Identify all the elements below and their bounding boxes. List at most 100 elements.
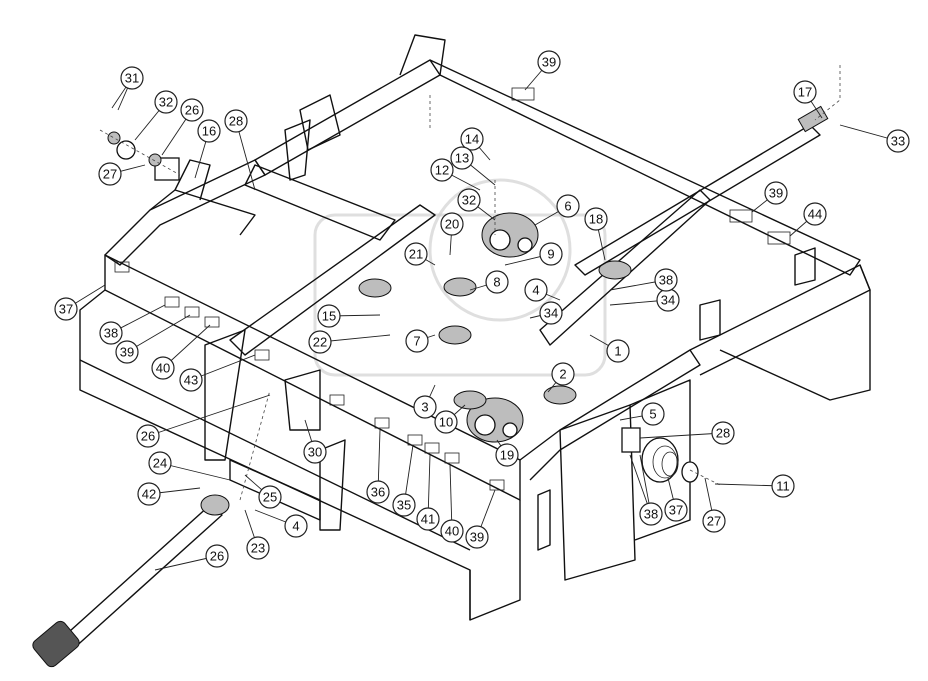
callout-circle (457, 188, 481, 212)
callout-part-40: 40 (440, 519, 464, 543)
callout-number: 4 (532, 283, 539, 298)
callout-number: 37 (669, 503, 683, 518)
callout-number: 38 (644, 507, 658, 522)
callout-circle (702, 509, 726, 533)
callout-circle (246, 536, 270, 560)
callout-part-8: 8 (485, 270, 509, 294)
callout-number: 34 (544, 306, 558, 321)
callout-part-28: 28 (711, 421, 735, 445)
assembly-lines (99, 65, 841, 501)
callout-part-5: 5 (641, 402, 665, 426)
callout-part-19: 19 (495, 443, 519, 467)
callout-part-16: 16 (197, 119, 221, 143)
callout-number: 18 (589, 212, 603, 227)
callout-number: 13 (455, 151, 469, 166)
callout-part-20: 20 (440, 212, 464, 236)
callout-number: 32 (159, 95, 173, 110)
callout-number: 32 (462, 193, 476, 208)
callout-circle (450, 146, 474, 170)
callout-circle (434, 410, 458, 434)
pto-shaft (32, 494, 230, 668)
callout-part-6: 6 (556, 194, 580, 218)
callout-number: 16 (202, 124, 216, 139)
gearbox-bottom (466, 397, 524, 443)
callout-part-38: 38 (654, 268, 678, 292)
callout-part-24: 24 (148, 451, 172, 475)
frame-assembly (79, 34, 871, 621)
callout-circle (803, 202, 827, 226)
callout-part-15: 15 (317, 304, 341, 328)
callout-number: 38 (659, 273, 673, 288)
callout-circle (258, 485, 282, 509)
callout-circle (366, 480, 390, 504)
callout-part-26: 26 (180, 98, 204, 122)
callout-circle (392, 493, 416, 517)
callout-part-40: 40 (151, 356, 175, 380)
callout-circle (539, 301, 563, 325)
callout-number: 20 (445, 217, 459, 232)
callout-circle (606, 339, 630, 363)
callout-number: 23 (251, 541, 265, 556)
gearbox-top (481, 212, 539, 258)
callout-circle (136, 424, 160, 448)
callout-part-1: 1 (606, 339, 630, 363)
callout-circle (537, 50, 561, 74)
callout-part-21: 21 (404, 242, 428, 266)
callout-circle (654, 268, 678, 292)
callout-part-35: 35 (392, 493, 416, 517)
callout-circle (413, 395, 437, 419)
callout-number: 27 (707, 514, 721, 529)
callout-part-30: 30 (303, 440, 327, 464)
callout-circle (465, 525, 489, 549)
callout-part-41: 41 (416, 507, 440, 531)
callout-circle (54, 297, 78, 321)
callout-circle (308, 330, 332, 354)
callout-circle (460, 127, 484, 151)
callout-part-43: 43 (179, 368, 203, 392)
leader-line (235, 120, 256, 191)
callout-number: 28 (229, 114, 243, 129)
callout-part-17: 17 (793, 80, 817, 104)
callout-circle (641, 402, 665, 426)
callout-number: 21 (409, 247, 423, 262)
callout-circle (771, 474, 795, 498)
callout-part-9: 9 (539, 242, 563, 266)
callout-circle (179, 368, 203, 392)
callout-circle (551, 362, 575, 386)
callout-number: 3 (421, 400, 428, 415)
callout-number: 7 (413, 334, 420, 349)
callout-part-37: 37 (664, 498, 688, 522)
callout-part-39: 39 (537, 50, 561, 74)
callout-number: 28 (716, 426, 730, 441)
callout-part-18: 18 (584, 207, 608, 231)
callout-number: 42 (142, 487, 156, 502)
callout-part-32: 32 (457, 188, 481, 212)
callout-circle (99, 321, 123, 345)
callout-circle (430, 158, 454, 182)
callout-circle (317, 304, 341, 328)
callout-part-4: 4 (524, 278, 548, 302)
callout-circle (115, 340, 139, 364)
callout-circle (303, 440, 327, 464)
callout-number: 26 (185, 103, 199, 118)
callout-circle (556, 194, 580, 218)
callout-number: 34 (661, 293, 675, 308)
pulley-assembly (621, 427, 699, 483)
callout-circle (886, 129, 910, 153)
callout-part-32: 32 (154, 90, 178, 114)
callout-part-25: 25 (258, 485, 282, 509)
callout-circle (120, 66, 144, 90)
callout-number: 22 (313, 335, 327, 350)
callout-part-2: 2 (551, 362, 575, 386)
callout-number: 25 (263, 490, 277, 505)
callout-number: 39 (542, 55, 556, 70)
callout-number: 39 (769, 186, 783, 201)
callout-number: 31 (125, 71, 139, 86)
callout-number: 11 (776, 479, 790, 494)
callout-number: 9 (547, 247, 554, 262)
callout-number: 43 (184, 373, 198, 388)
callout-number: 39 (120, 345, 134, 360)
callout-number: 4 (292, 519, 299, 534)
callout-circle (154, 90, 178, 114)
callout-part-7: 7 (405, 329, 429, 353)
